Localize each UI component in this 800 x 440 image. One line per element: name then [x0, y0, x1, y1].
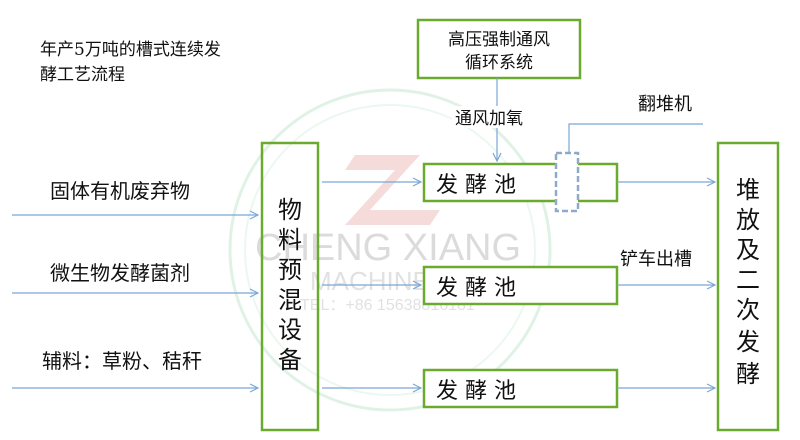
ventilation-box-line1: 高压强制通风 [448, 30, 550, 50]
premix-box [260, 141, 320, 432]
fermentation-tank-2 [422, 265, 619, 306]
secondary-fermentation-box [716, 141, 780, 432]
fermentation-tank-1 [422, 162, 619, 203]
output-char: 二 [736, 266, 760, 294]
output-label: 堆 放 及 二 次 发 酵 [736, 176, 760, 388]
turner-leader-line [568, 123, 703, 153]
premix-char: 设 [278, 316, 302, 344]
premix-char: 物 [278, 196, 302, 224]
output-char: 及 [736, 236, 760, 264]
ventilation-box-line2: 循环系统 [465, 53, 533, 73]
turner-machine [554, 151, 580, 213]
loader-label: 铲车出槽 [620, 249, 692, 270]
output-char: 堆 [736, 176, 760, 204]
premix-char: 料 [278, 226, 302, 254]
output-char: 次 [736, 296, 760, 324]
tank-1-label: 发 酵 池 [436, 173, 516, 198]
tank-2-label: 发 酵 池 [436, 276, 516, 301]
premix-char: 混 [278, 286, 302, 314]
watermark-brand: CHENG XIANG [255, 227, 521, 269]
diagram-title-line2: 酵工艺流程 [40, 65, 125, 85]
ventilation-label: 通风加氧 [455, 109, 523, 129]
diagram-title-line1: 年产5万吨的槽式连续发 [40, 40, 221, 60]
input-label-solid-waste: 固体有机废弃物 [50, 179, 190, 203]
premix-char: 预 [278, 256, 302, 284]
input-label-auxiliary: 辅料：草粉、秸秆 [42, 349, 202, 373]
premix-char: 备 [278, 346, 302, 374]
tank-3-label: 发 酵 池 [436, 379, 516, 404]
output-char: 发 [736, 328, 760, 356]
turner-label: 翻堆机 [638, 94, 692, 115]
output-char: 酵 [736, 360, 760, 388]
output-char: 放 [736, 206, 760, 234]
input-label-microbial-agent: 微生物发酵菌剂 [50, 261, 190, 285]
ventilation-system-box [416, 18, 582, 80]
fermentation-tank-3 [422, 368, 619, 409]
premix-label: 物 料 预 混 设 备 [278, 196, 302, 374]
